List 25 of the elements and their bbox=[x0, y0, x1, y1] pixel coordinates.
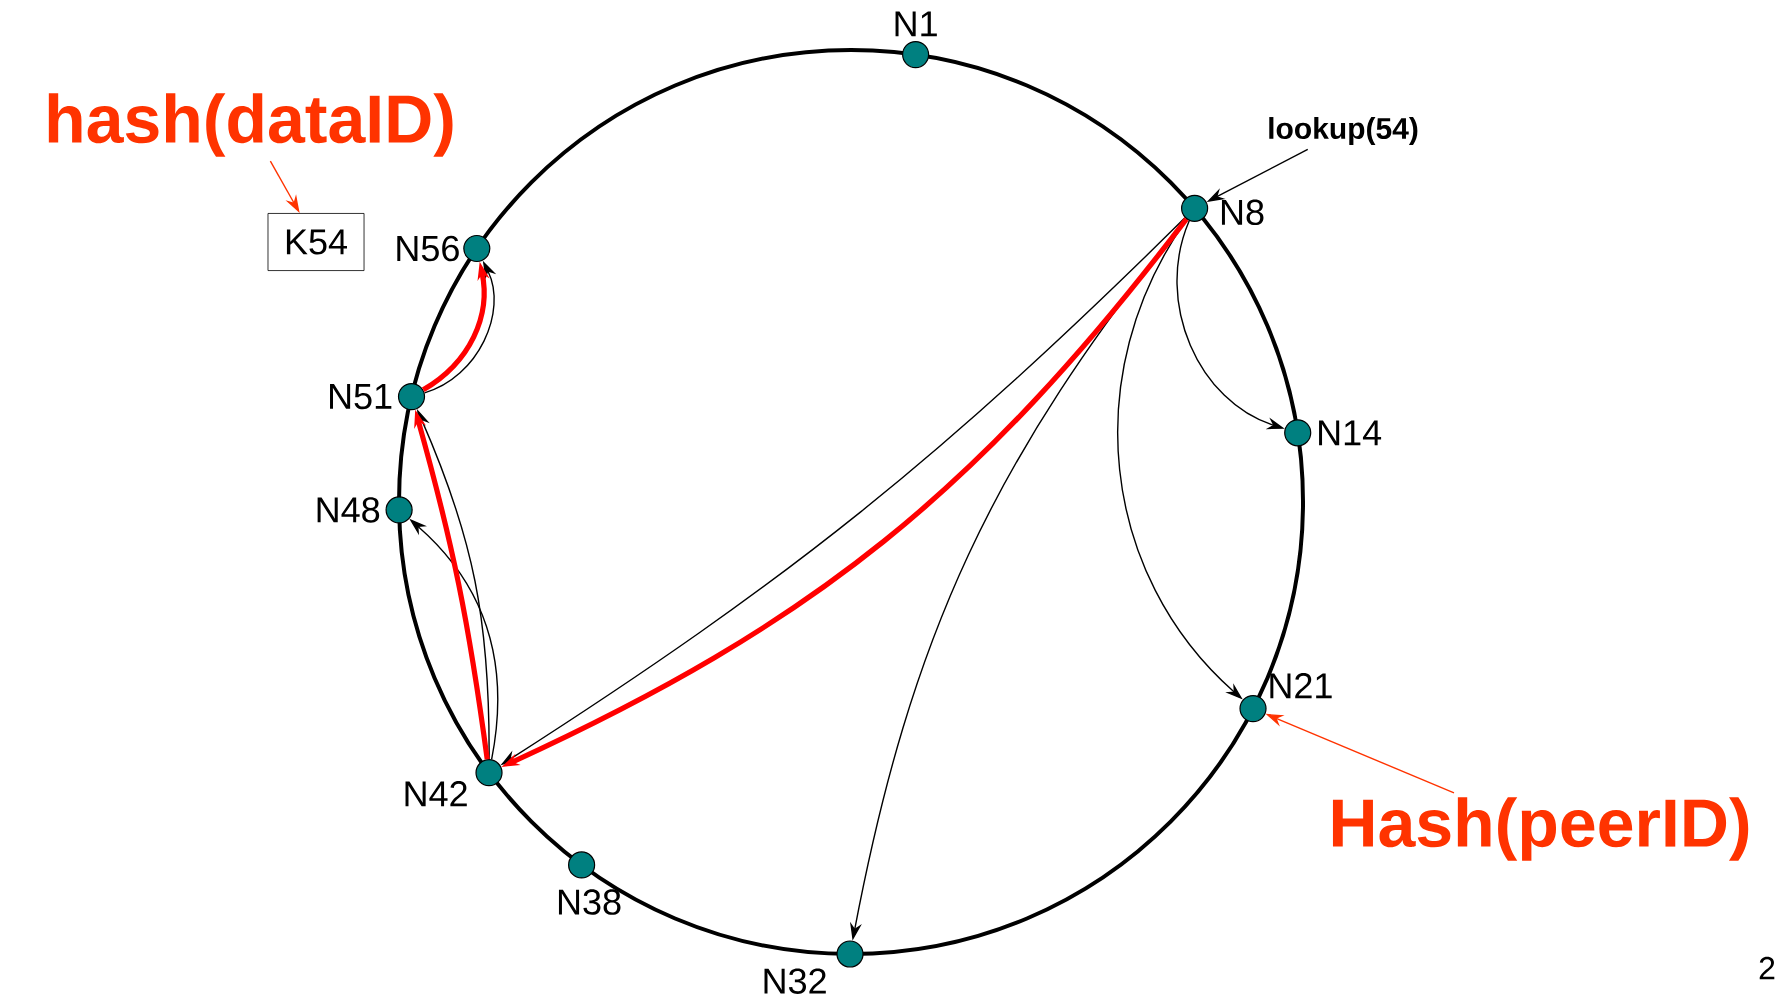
node-label: N32 bbox=[764, 968, 826, 994]
node-label: N56 bbox=[397, 235, 459, 262]
node-label: N38 bbox=[558, 889, 621, 915]
node-dot bbox=[836, 940, 864, 968]
node-label: N51 bbox=[330, 384, 392, 410]
node-dot bbox=[1239, 695, 1267, 723]
key-box: K54 bbox=[267, 213, 365, 271]
node-dot bbox=[475, 759, 503, 787]
lookup-text: lookup(54) bbox=[1269, 117, 1418, 145]
page-number: 2 bbox=[1759, 956, 1775, 980]
node-dot bbox=[568, 851, 596, 879]
node-dot bbox=[902, 41, 930, 69]
hash-text: Hash(peerID) bbox=[1332, 797, 1749, 861]
node-label: N14 bbox=[1319, 420, 1382, 446]
node-dot bbox=[463, 234, 491, 263]
node-dot bbox=[1284, 419, 1312, 447]
node-dot bbox=[397, 383, 426, 411]
hash-text: hash(dataID) bbox=[48, 93, 453, 157]
node-dot bbox=[385, 496, 413, 524]
node-label: N8 bbox=[1221, 199, 1264, 226]
node-label: N21 bbox=[1270, 673, 1332, 699]
node-dot bbox=[1181, 194, 1209, 222]
node-label: N48 bbox=[317, 497, 380, 523]
node-label: N42 bbox=[405, 781, 467, 807]
node-label: N1 bbox=[895, 11, 937, 37]
